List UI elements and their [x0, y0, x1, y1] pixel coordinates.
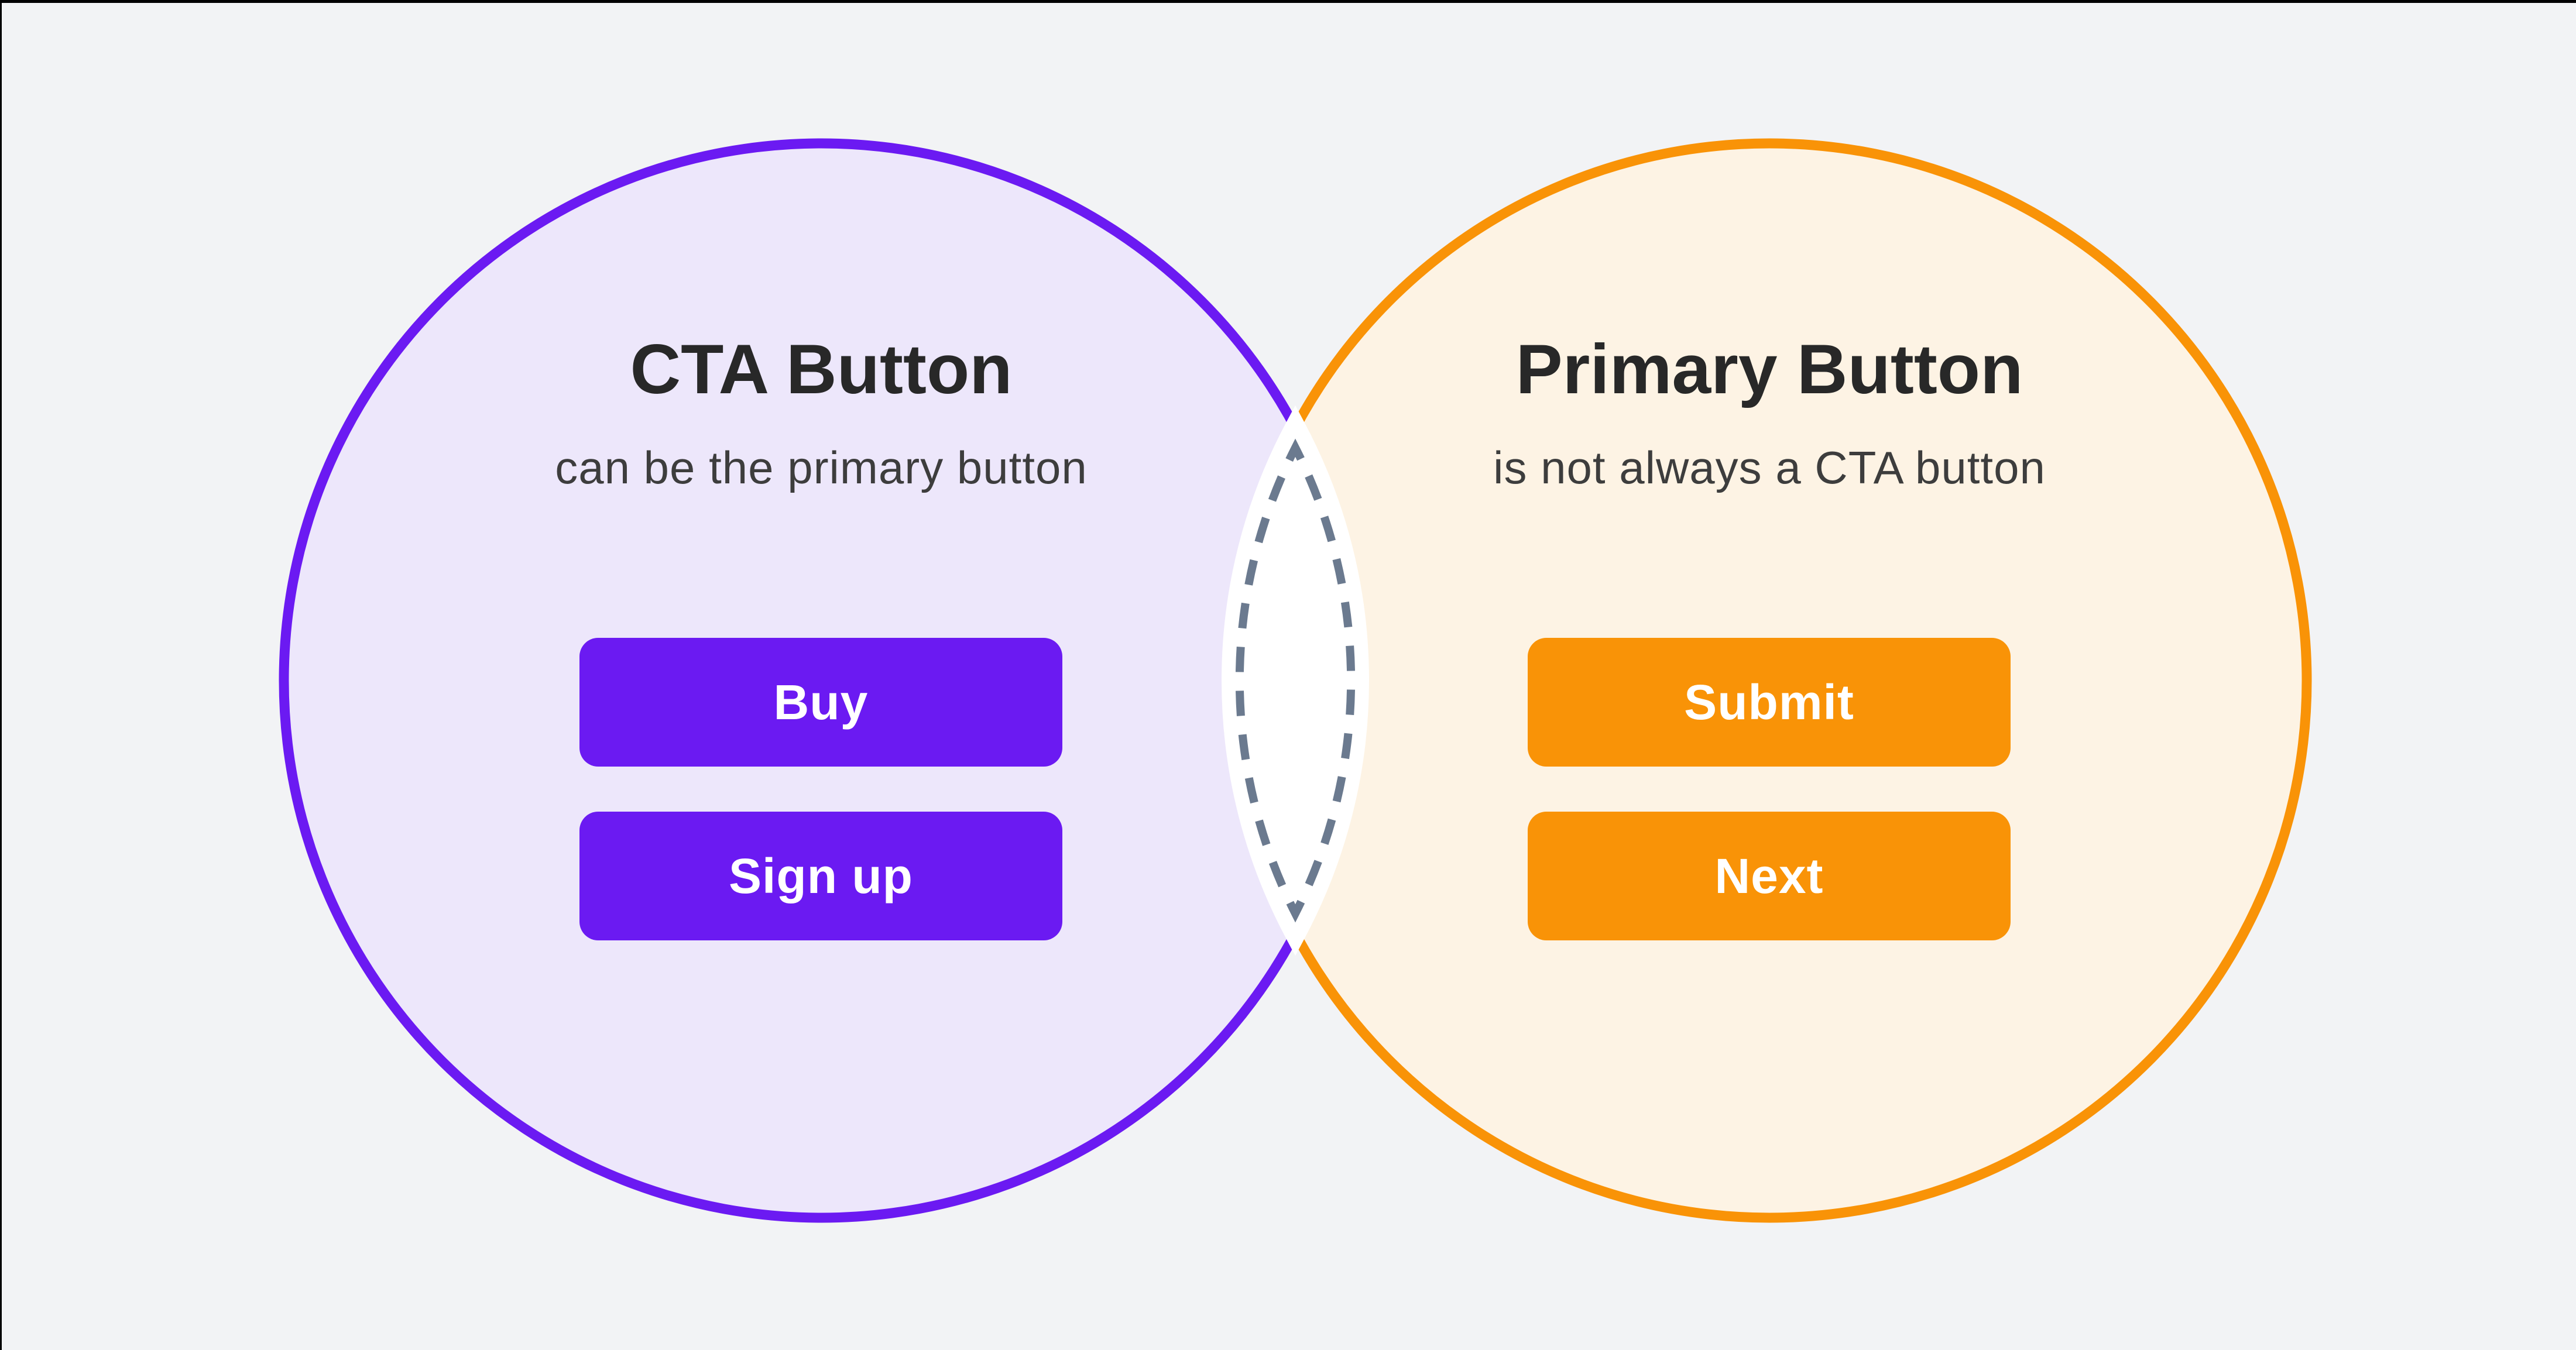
overlap-lens: [1222, 405, 1369, 956]
submit-button[interactable]: Submit: [1528, 638, 2011, 767]
buy-button[interactable]: Buy: [579, 638, 1062, 767]
overlap-dashed-outline: [1235, 438, 1356, 923]
next-button[interactable]: Next: [1528, 812, 2011, 940]
primary-title: Primary Button: [1515, 330, 2023, 408]
cta-title: CTA Button: [630, 330, 1013, 408]
cta-subtitle: can be the primary button: [555, 442, 1088, 493]
sign-up-button[interactable]: Sign up: [579, 812, 1062, 940]
primary-subtitle: is not always a CTA button: [1493, 442, 2046, 493]
venn-canvas: [279, 138, 2312, 1223]
